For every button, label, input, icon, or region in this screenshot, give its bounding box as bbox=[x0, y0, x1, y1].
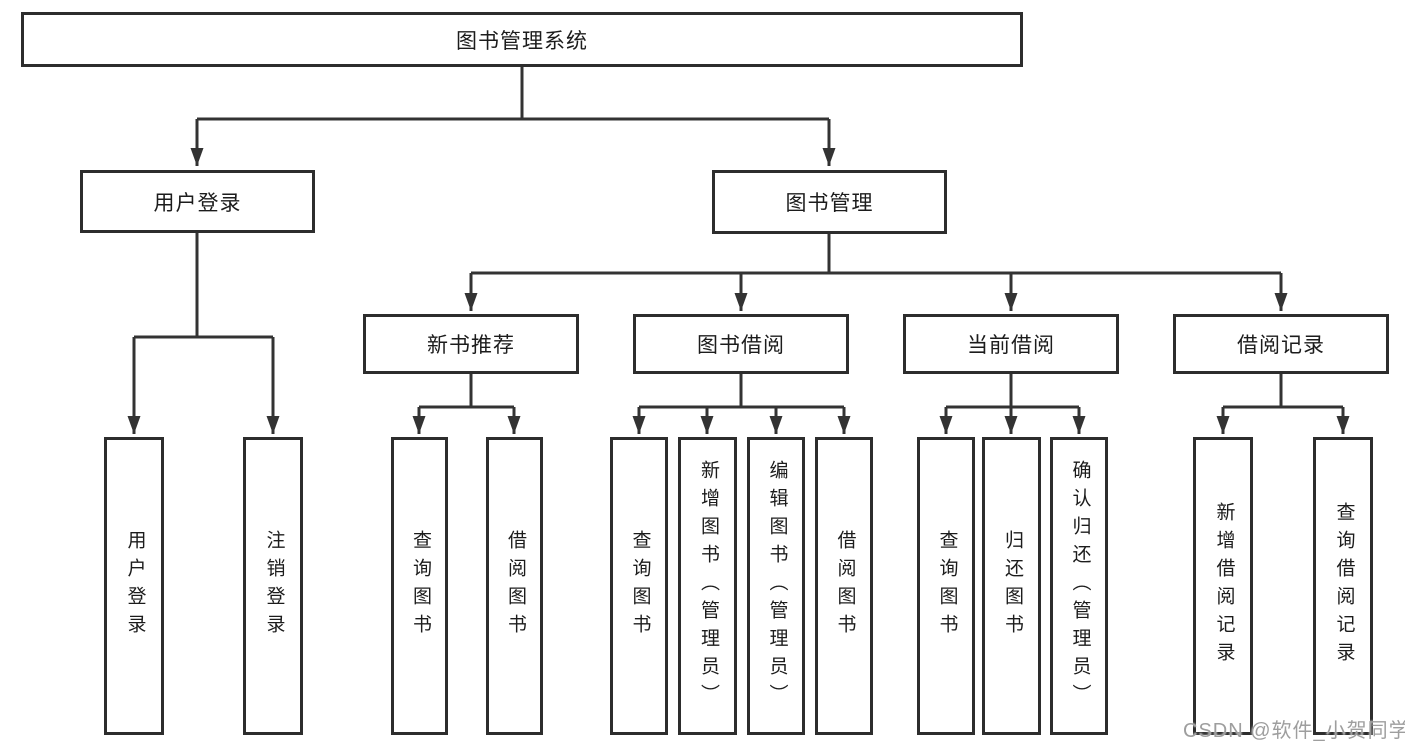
node-library-system: 图书管理系统 bbox=[21, 12, 1023, 67]
leaf-borrow-books-recommend: 借阅图书 bbox=[486, 437, 543, 735]
node-new-book-recommend: 新书推荐 bbox=[363, 314, 579, 374]
leaf-edit-book-admin: 编辑图书（管理员） bbox=[747, 437, 805, 735]
node-borrow-records: 借阅记录 bbox=[1173, 314, 1389, 374]
leaf-query-books-recommend: 查询图书 bbox=[391, 437, 448, 735]
node-book-borrow: 图书借阅 bbox=[633, 314, 849, 374]
leaf-query-borrow-record: 查询借阅记录 bbox=[1313, 437, 1373, 735]
leaf-user-login: 用户登录 bbox=[104, 437, 164, 735]
leaf-add-borrow-record: 新增借阅记录 bbox=[1193, 437, 1253, 735]
leaf-borrow-book: 借阅图书 bbox=[815, 437, 873, 735]
node-user-login: 用户登录 bbox=[80, 170, 315, 233]
leaf-query-books-current: 查询图书 bbox=[917, 437, 975, 735]
csdn-watermark: CSDN @软件_小贺同学 bbox=[1183, 720, 1405, 742]
node-current-borrow: 当前借阅 bbox=[903, 314, 1119, 374]
leaf-add-book-admin: 新增图书（管理员） bbox=[678, 437, 737, 735]
leaf-confirm-return-admin: 确认归还（管理员） bbox=[1050, 437, 1108, 735]
leaf-query-books-borrow: 查询图书 bbox=[610, 437, 668, 735]
node-book-management: 图书管理 bbox=[712, 170, 947, 234]
leaf-return-book: 归还图书 bbox=[982, 437, 1041, 735]
leaf-logout: 注销登录 bbox=[243, 437, 303, 735]
